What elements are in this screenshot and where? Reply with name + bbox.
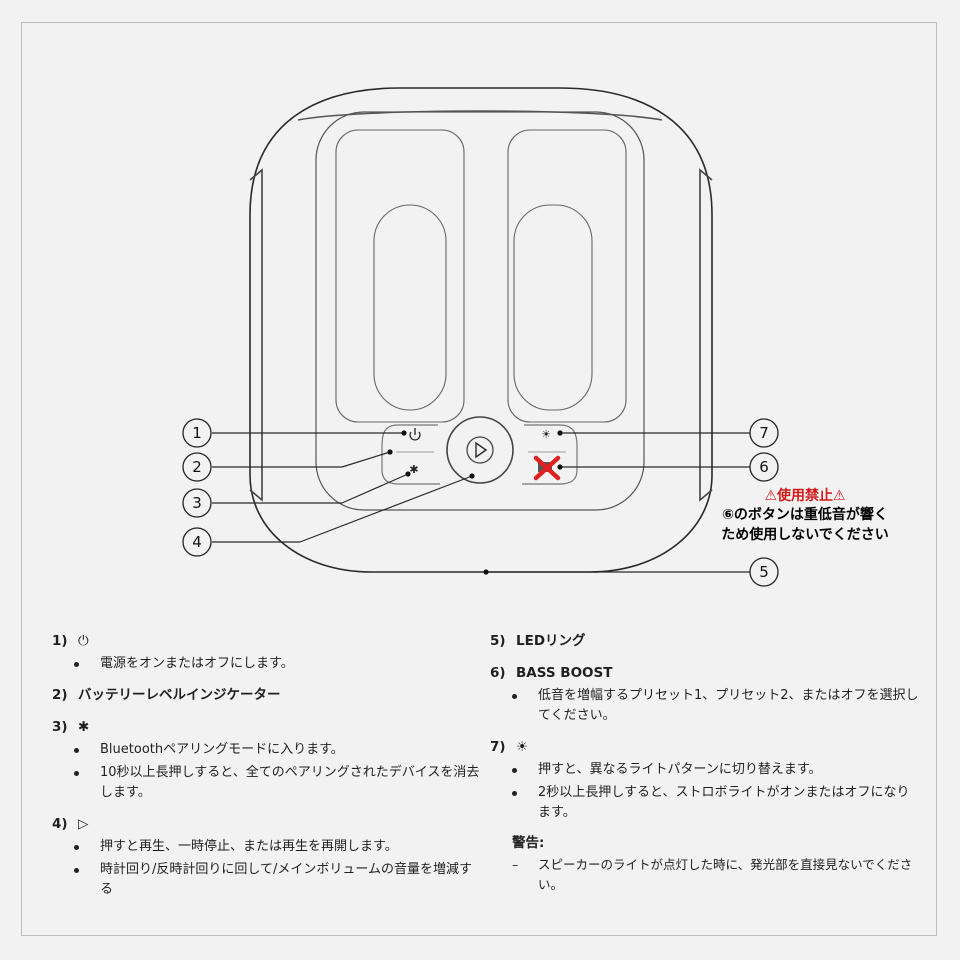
- warning-line-2: ため使用しないでください: [721, 527, 889, 543]
- play-dial-inner: [466, 436, 494, 464]
- callout-7: 7: [759, 424, 769, 442]
- warning-line-1: ⑥のボタンは重低音が響く: [722, 507, 888, 523]
- callout-3: 3: [192, 494, 202, 512]
- caution-text: スピーカーのライトが点灯した時に、発光部を直接見ないでください。: [490, 855, 920, 895]
- bluetooth-icon: ✱: [409, 463, 418, 476]
- light-symbol-icon: ☀: [516, 739, 529, 755]
- callout-2: 2: [192, 458, 202, 476]
- left-passive-radiator: [373, 204, 447, 411]
- right-grille: [699, 168, 713, 502]
- left-button-cluster: [381, 424, 440, 485]
- speaker-body: [249, 87, 713, 573]
- left-grille: [249, 168, 263, 502]
- item-3-bullet-1: Bluetoothペアリングモードに入ります。: [74, 740, 482, 760]
- prohibited-cross-icon: [533, 455, 561, 481]
- warning-note: ⚠使用禁止⚠ ⑥のボタンは重低音が響く ため使用しないでください: [700, 487, 910, 545]
- item-1-bullet-1: 電源をオンまたはオフにします。: [74, 654, 482, 674]
- item-4-bullet-1: 押すと再生、一時停止、または再生を再開します。: [74, 837, 482, 857]
- item-2-title: バッテリーレベルインジケーター: [78, 687, 281, 703]
- callout-6: 6: [759, 458, 769, 476]
- item-7-bullet-1: 押すと、異なるライトパターンに切り替えます。: [512, 760, 920, 780]
- item-7: 7)☀ 押すと、異なるライトパターンに切り替えます。 2秒以上長押しすると、スト…: [490, 736, 920, 823]
- left-window: [335, 129, 465, 423]
- right-window: [507, 129, 627, 423]
- power-icon: [409, 428, 421, 441]
- play-icon: [475, 441, 488, 459]
- item-3-bullet-2: 10秒以上長押しすると、全てのペアリングされたデバイスを消去します。: [74, 763, 482, 803]
- item-6-title: BASS BOOST: [516, 665, 613, 681]
- item-5: 5)LEDリング: [490, 633, 586, 649]
- caution-title: 警告:: [512, 835, 545, 851]
- bluetooth-symbol-icon: ✱: [78, 719, 90, 735]
- callout-4: 4: [192, 533, 202, 551]
- item-6-bullet-1: 低音を増幅するプリセット1、プリセット2、またはオフを選択してください。: [512, 686, 920, 726]
- light-icon: ☀: [541, 428, 551, 441]
- left-column: 1)⏻ 電源をオンまたはオフにします。 2)バッテリーレベルインジケーター 3)…: [52, 630, 482, 910]
- right-button-cluster: [522, 424, 578, 485]
- speaker-top-rim: [297, 110, 663, 121]
- power-symbol-icon: ⏻: [78, 633, 89, 649]
- play-symbol-icon: ▷: [78, 816, 89, 832]
- callout-1: 1: [192, 424, 202, 442]
- right-column: 5)LEDリング 6)BASS BOOST 低音を増幅するプリセット1、プリセッ…: [490, 630, 920, 895]
- callout-5: 5: [759, 563, 769, 581]
- item-4-bullet-2: 時計回り/反時計回りに回して/メインボリュームの音量を増減する: [74, 860, 482, 900]
- item-4: 4)▷ 押すと再生、一時停止、または再生を再開します。 時計回り/反時計回りに回…: [52, 813, 482, 900]
- item-3: 3)✱ Bluetoothペアリングモードに入ります。 10秒以上長押しすると、…: [52, 716, 482, 803]
- right-passive-radiator: [513, 204, 593, 411]
- warning-title: ⚠使用禁止⚠: [764, 488, 846, 504]
- item-6: 6)BASS BOOST 低音を増幅するプリセット1、プリセット2、またはオフを…: [490, 662, 920, 726]
- item-2: 2)バッテリーレベルインジケーター: [52, 687, 281, 703]
- item-1: 1)⏻ 電源をオンまたはオフにします。: [52, 630, 482, 674]
- play-dial-outer: [446, 416, 514, 484]
- page-frame: [21, 22, 937, 936]
- item-5-title: LEDリング: [516, 633, 586, 649]
- item-7-bullet-2: 2秒以上長押しすると、ストロボライトがオンまたはオフになります。: [512, 783, 920, 823]
- control-panel-frame: [315, 111, 645, 511]
